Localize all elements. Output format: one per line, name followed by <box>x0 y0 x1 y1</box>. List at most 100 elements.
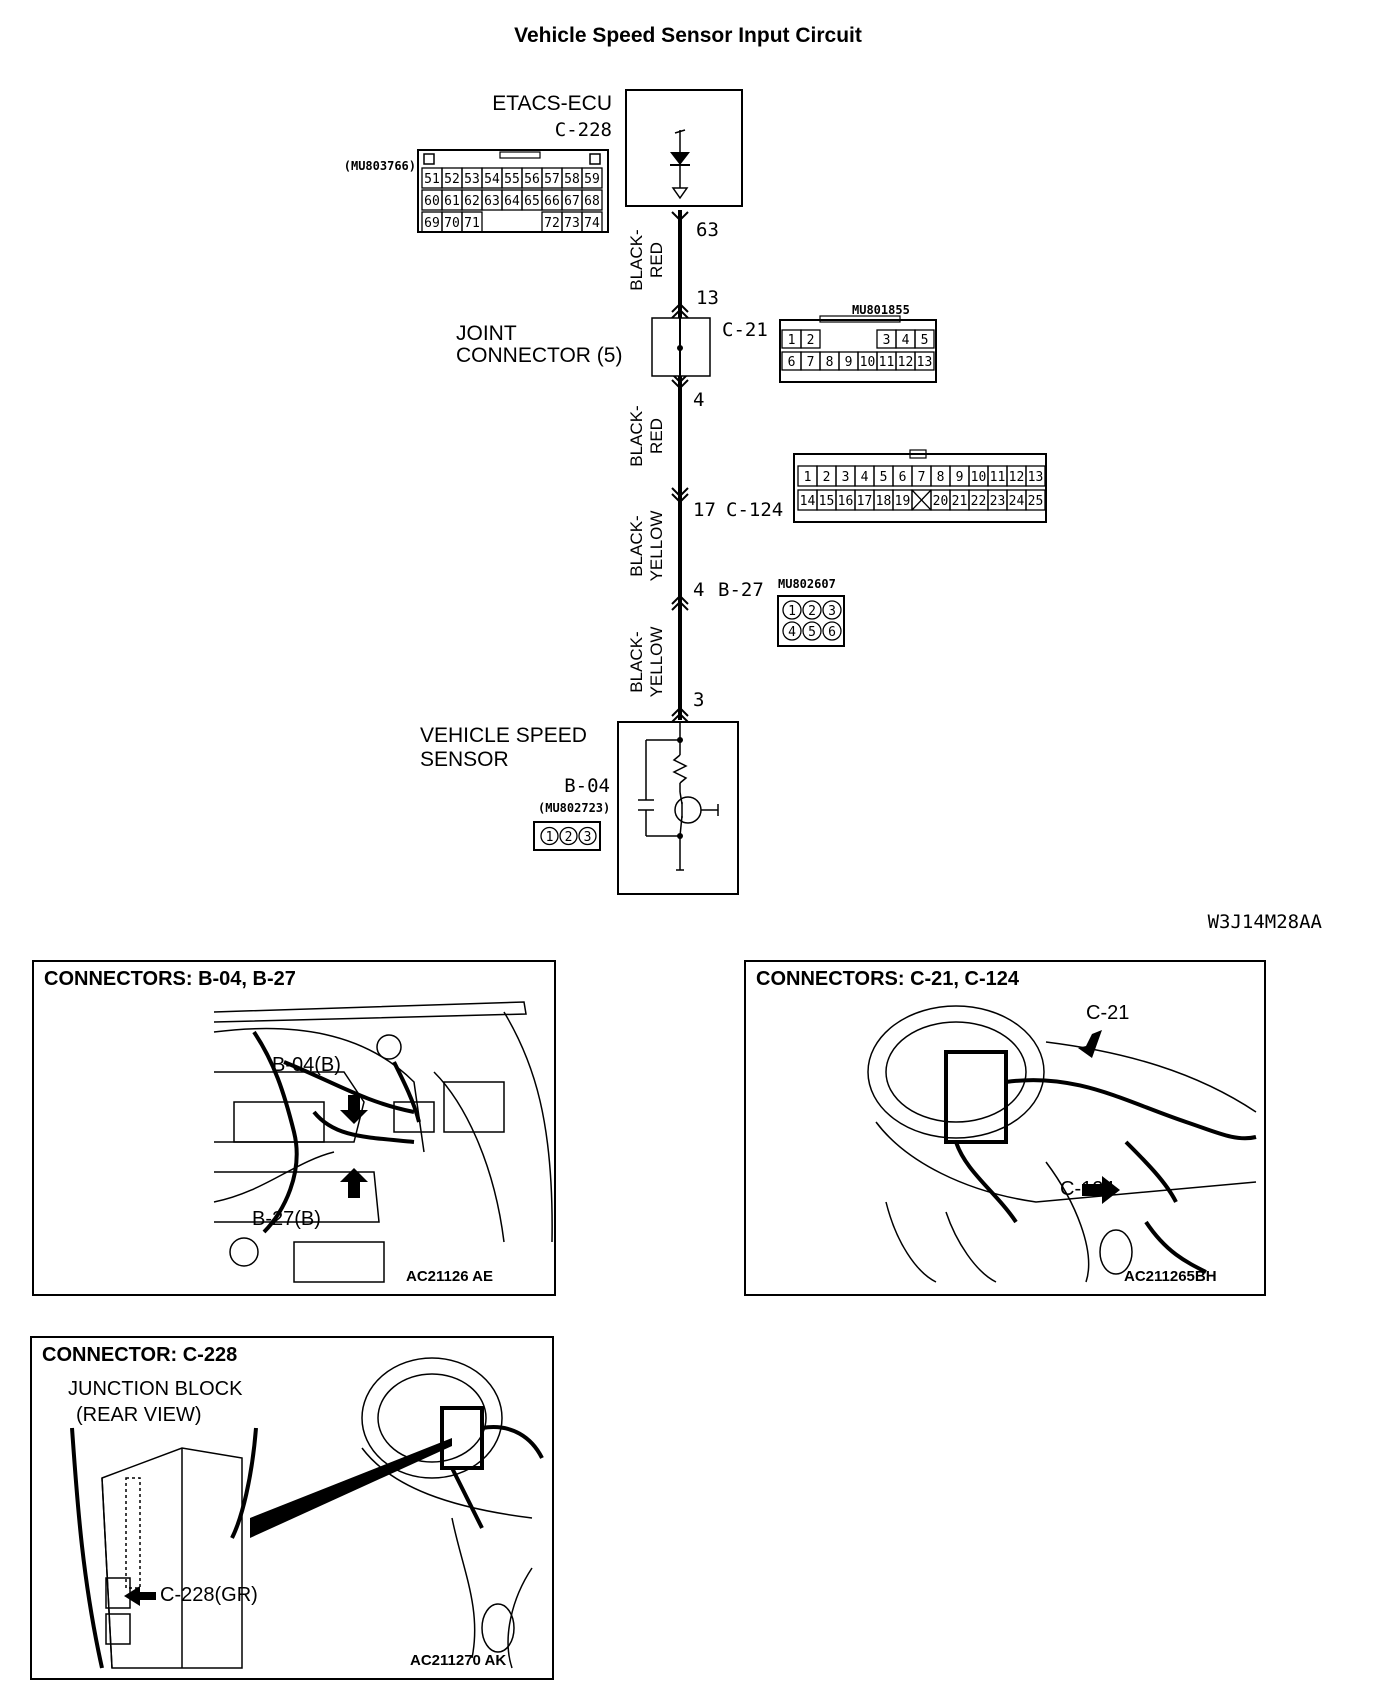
b04-part-no: (MU802723) <box>538 801 610 815</box>
b27-pin-6: 6 <box>828 625 836 640</box>
c124-pin-15: 15 <box>819 494 835 509</box>
b27-pin-6-cell <box>822 621 842 641</box>
panel-3-code: AC211270 AK <box>410 1652 507 1669</box>
c124-pin-20: 20 <box>933 494 949 509</box>
c228-pin-56: 56 <box>524 172 540 187</box>
c21-pin-10: 10 <box>860 355 876 370</box>
c21-pin-2-cell <box>800 329 821 349</box>
c228-part-no: (MU803766) <box>344 159 416 173</box>
c124-pin-8: 8 <box>937 470 945 485</box>
panel-1-title: CONNECTORS: B-04, B-27 <box>44 968 296 990</box>
c124-pin-17: 17 <box>857 494 873 509</box>
c228-pin-74: 74 <box>584 216 600 231</box>
etacs-ecu-label: ETACS-ECU <box>492 92 612 115</box>
c228-pin-68: 68 <box>584 194 600 209</box>
c124-pin-7: 7 <box>918 470 926 485</box>
c21-pin-11: 11 <box>879 355 895 370</box>
wire-color-4a: BLACK- <box>627 631 646 692</box>
terminal-b27: 4 <box>693 579 704 601</box>
b04-pin-2-cell <box>559 826 578 846</box>
wire-color-2b: RED <box>647 418 666 454</box>
c124-pin-25: 25 <box>1028 494 1044 509</box>
c228-label: C-228 <box>555 119 612 141</box>
c124-pin-18: 18 <box>876 494 892 509</box>
c21-part-no: MU801855 <box>852 303 910 317</box>
c21-pin-13: 13 <box>917 355 933 370</box>
b27-pin-2-cell <box>802 600 822 620</box>
b27-pin-5-cell <box>802 621 822 641</box>
c124-pin-12: 12 <box>1009 470 1025 485</box>
b27-pin-4-cell <box>782 621 802 641</box>
panel-connectors-b04-b27: CONNECTORS: B-04, B-27 B-04(B <box>32 960 556 1296</box>
b27-part-no: MU802607 <box>778 577 836 591</box>
b27-pin-4: 4 <box>788 625 796 640</box>
junction-block-label: JUNCTION BLOCK <box>68 1378 243 1400</box>
c124-pin-1: 1 <box>804 470 812 485</box>
callout-b27: B-27(B) <box>252 1208 321 1230</box>
callout-c124: C-124 <box>1060 1178 1115 1200</box>
c228-arrow-icon <box>124 1586 156 1606</box>
sensor-box <box>617 721 739 895</box>
c228-pin-57: 57 <box>544 172 560 187</box>
sensor-label-1: VEHICLE SPEED <box>420 724 587 747</box>
b27-pin-5: 5 <box>808 625 816 640</box>
diagram-title: Vehicle Speed Sensor Input Circuit <box>514 24 862 47</box>
panel-connectors-c21-c124: CONNECTORS: C-21, C-124 C-21 C-124 AC211… <box>744 960 1266 1296</box>
c21-pin-7: 7 <box>807 355 815 370</box>
c228-pin-54: 54 <box>484 172 500 187</box>
panel-2-title: CONNECTORS: C-21, C-124 <box>756 968 1020 990</box>
wire-color-1b: RED <box>647 242 666 278</box>
c228-pin-74-cell <box>581 211 603 233</box>
sensor-label-2: SENSOR <box>420 748 509 771</box>
wire-color-3b: YELLOW <box>647 511 666 582</box>
c228-pin-53: 53 <box>464 172 480 187</box>
c21-pin-6: 6 <box>788 355 796 370</box>
b27-pin-3-cell <box>822 600 842 620</box>
c228-pin-52: 52 <box>444 172 460 187</box>
c228-pin-67: 67 <box>564 194 580 209</box>
panel-2-code: AC211265BH <box>1124 1268 1217 1285</box>
diode-icon <box>670 152 690 165</box>
c228-pin-70: 70 <box>444 216 460 231</box>
c21-pin-8: 8 <box>826 355 834 370</box>
c124-pin-23: 23 <box>990 494 1006 509</box>
diagram-code: W3J14M28AA <box>1208 911 1323 933</box>
b04-pin-1: 1 <box>546 830 554 845</box>
terminal-sensor: 3 <box>693 689 704 711</box>
c228-pin-64: 64 <box>504 194 520 209</box>
c124-pin-16: 16 <box>838 494 854 509</box>
panel-connector-c228: CONNECTOR: C-228 JUNCTION BLOCK (REAR VI… <box>30 1336 554 1680</box>
c228-pin-63: 63 <box>484 194 500 209</box>
c228-pin-51: 51 <box>424 172 440 187</box>
b27-label: B-27 <box>718 579 764 601</box>
wire-color-2a: BLACK- <box>627 405 646 466</box>
junction-block-illustration <box>70 1357 544 1669</box>
c228-pin-71-cell <box>461 211 483 233</box>
c21-pin-4: 4 <box>902 333 910 348</box>
c124-pin-4: 4 <box>861 470 869 485</box>
c228-pin-69: 69 <box>424 216 440 231</box>
c21-pin-1: 1 <box>788 333 796 348</box>
c21-pin-5-cell <box>914 329 935 349</box>
dashboard-illustration <box>867 1005 1257 1283</box>
c228-pin-55: 55 <box>504 172 520 187</box>
b27-pin-3: 3 <box>828 604 836 619</box>
c124-pin-13-cell <box>1025 465 1046 487</box>
b27-pin-1-cell <box>782 600 802 620</box>
panel-3-title: CONNECTOR: C-228 <box>42 1344 238 1366</box>
c124-pin-19: 19 <box>895 494 911 509</box>
wire-color-3a: BLACK- <box>627 515 646 576</box>
callout-b04: B-04(B) <box>272 1054 341 1076</box>
callout-c21: C-21 <box>1086 1002 1130 1024</box>
c228-pin-73: 73 <box>564 216 580 231</box>
etacs-ecu-box <box>625 89 743 207</box>
c228-pin-62: 62 <box>464 194 480 209</box>
c124-pin-24: 24 <box>1009 494 1025 509</box>
c228-pin-61: 61 <box>444 194 460 209</box>
c228-pin-65: 65 <box>524 194 540 209</box>
c21-pin-2: 2 <box>807 333 815 348</box>
